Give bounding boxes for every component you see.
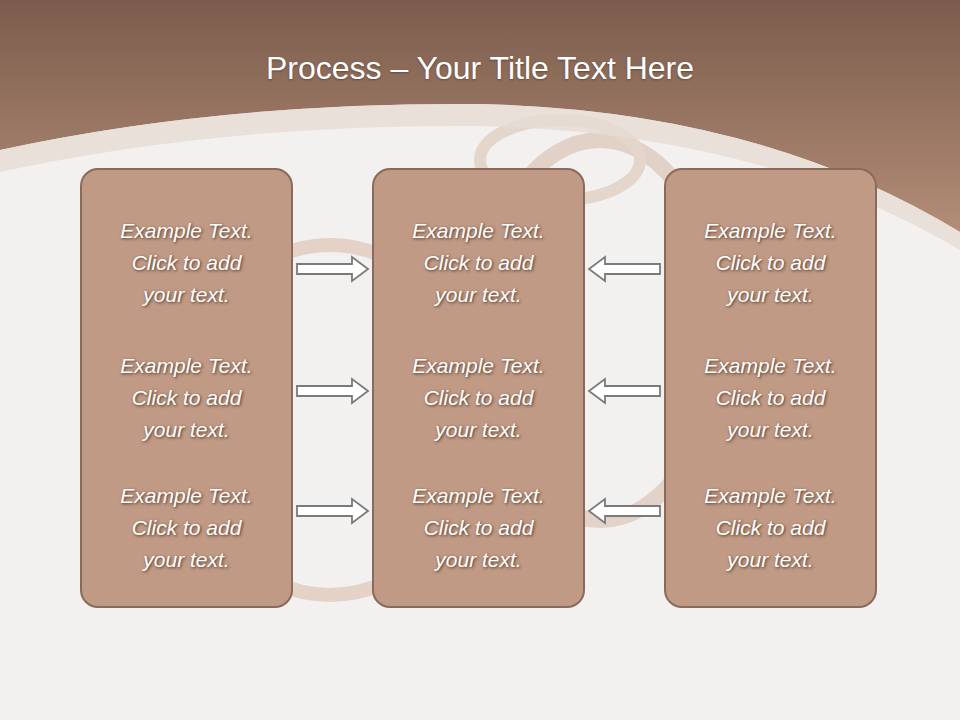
process-box: Example Text. Click to add your text. Exa… <box>372 168 585 608</box>
flow-arrow <box>297 499 368 523</box>
box-text: Example Text. Click to add your text. <box>404 215 554 311</box>
box-text: Example Text. Click to add your text. <box>404 480 554 576</box>
box-text: Example Text. Click to add your text. <box>112 480 262 576</box>
flow-arrow <box>297 379 368 403</box>
box-text: Example Text. Click to add your text. <box>696 350 846 446</box>
flow-arrow <box>589 379 660 403</box>
box-text: Example Text. Click to add your text. <box>696 215 846 311</box>
process-box: Example Text. Click to add your text. Exa… <box>80 168 293 608</box>
process-box: Example Text. Click to add your text. Exa… <box>664 168 877 608</box>
flow-arrow <box>589 499 660 523</box>
slide-title: Process – Your Title Text Here <box>0 50 960 87</box>
box-text: Example Text. Click to add your text. <box>112 350 262 446</box>
flow-arrow <box>589 257 660 281</box>
flow-arrow <box>297 257 368 281</box>
box-text: Example Text. Click to add your text. <box>404 350 554 446</box>
box-text: Example Text. Click to add your text. <box>696 480 846 576</box>
box-text: Example Text. Click to add your text. <box>112 215 262 311</box>
